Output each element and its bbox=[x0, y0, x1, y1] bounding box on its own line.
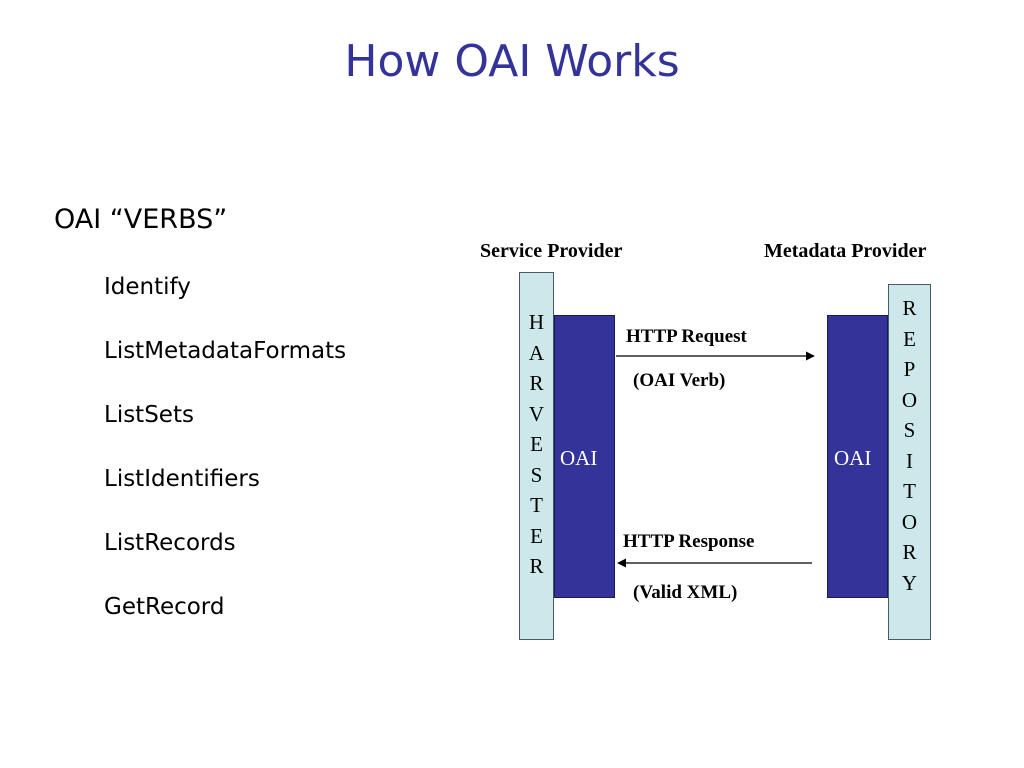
repository-oai-label: OAI bbox=[834, 446, 872, 470]
repository-label: R E P O S I T O R Y bbox=[901, 296, 918, 595]
verb-list-records: ListRecords bbox=[104, 530, 236, 556]
metadata-provider-label: Metadata Provider bbox=[764, 240, 927, 262]
harvester-label: H A R V E S T E R bbox=[528, 310, 545, 578]
verb-identify: Identify bbox=[104, 274, 191, 300]
verb-list-metadata-formats: ListMetadataFormats bbox=[104, 338, 347, 364]
http-request-label: HTTP Request bbox=[626, 326, 747, 347]
harvester-oai-box bbox=[554, 315, 615, 598]
harvester-column: H A R V E S T E R bbox=[519, 272, 554, 640]
valid-xml-label: (Valid XML) bbox=[633, 582, 738, 603]
slide-title: How OAI Works bbox=[344, 36, 680, 87]
repository-oai-box bbox=[827, 315, 888, 598]
http-response-label: HTTP Response bbox=[623, 531, 755, 552]
verb-list-identifiers: ListIdentifiers bbox=[104, 466, 260, 492]
harvester-oai-label: OAI bbox=[560, 446, 598, 470]
verb-list-sets: ListSets bbox=[104, 402, 194, 428]
verbs-heading: OAI “VERBS” bbox=[54, 204, 228, 235]
verb-get-record: GetRecord bbox=[104, 594, 225, 620]
repository-column: R E P O S I T O R Y bbox=[888, 284, 931, 640]
service-provider-label: Service Provider bbox=[480, 240, 623, 262]
oai-verb-label: (OAI Verb) bbox=[633, 370, 726, 391]
